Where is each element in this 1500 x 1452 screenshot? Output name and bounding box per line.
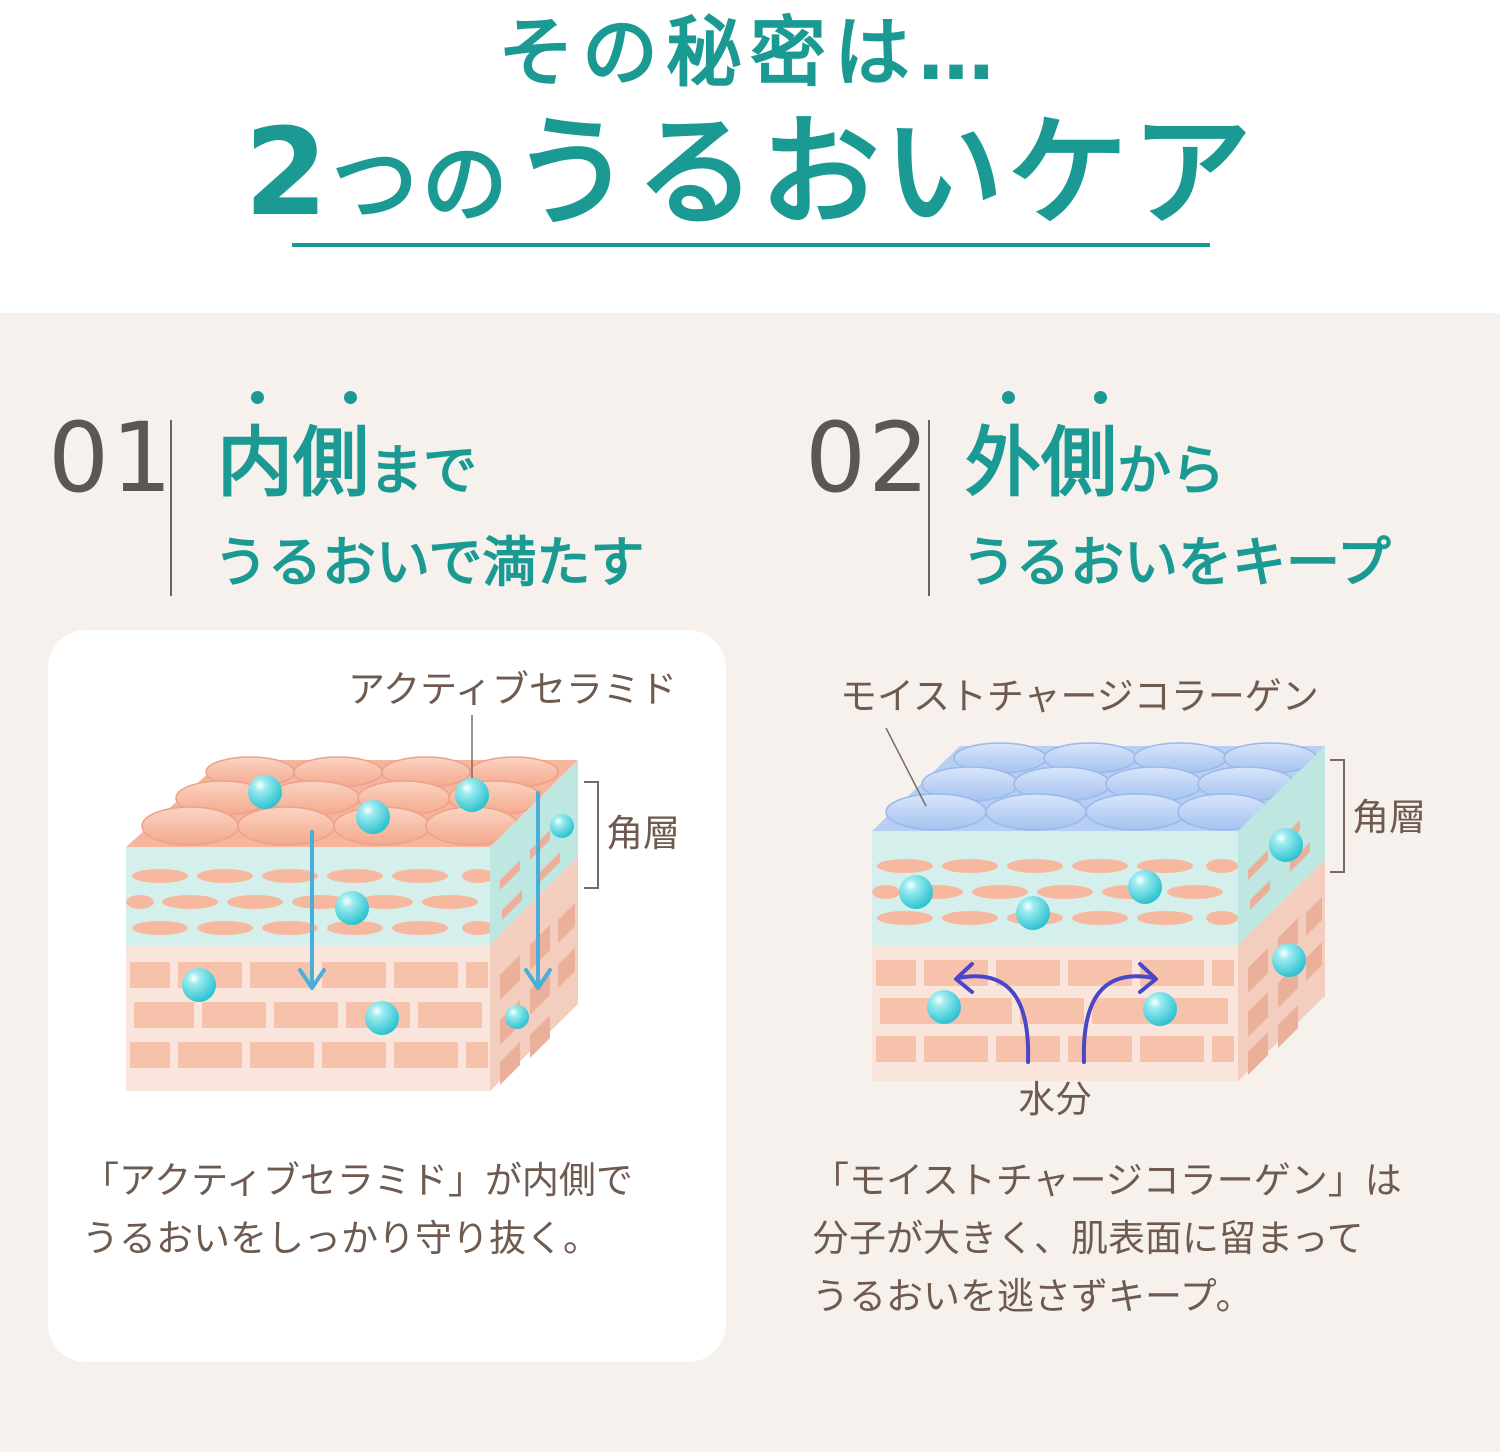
point-heading-02: 外側から xyxy=(965,418,1225,529)
title-tsu: つの xyxy=(331,135,512,235)
heading-emphasis: 外側 xyxy=(965,418,1117,507)
water-label: 水分 xyxy=(1018,1078,1092,1121)
emphasis-dot xyxy=(1002,391,1015,404)
point-subheading-01: うるおいで満たす xyxy=(214,531,645,594)
description-02: 「モイストチャージコラーゲン」は 分子が大きく、肌表面に留まって うるおいを逃さ… xyxy=(812,1159,1402,1318)
title-underline xyxy=(292,243,1210,247)
page-title: 2つのうるおいケア xyxy=(0,108,1500,251)
layer-label-02: 角層 xyxy=(1352,796,1426,839)
point-number-02: 02 xyxy=(805,402,932,514)
point-heading-01: 内側まで xyxy=(217,418,477,529)
emphasis-dot xyxy=(1094,391,1107,404)
title-top: その秘密は… xyxy=(498,8,1002,97)
emphasis-dot xyxy=(251,391,264,404)
heading-emphasis: 内側 xyxy=(217,418,369,507)
point-subheading-02: うるおいをキープ xyxy=(962,531,1391,594)
ingredient-label-01: アクティブセラミド xyxy=(348,668,677,711)
description-01: 「アクティブセラミド」が内側で うるおいをしっかり守り抜く。 xyxy=(82,1159,633,1260)
layer-label-01: 角層 xyxy=(606,812,680,855)
point-number-01: 01 xyxy=(48,402,175,514)
heading-suffix: まで xyxy=(369,439,477,502)
ingredient-label-02: モイストチャージコラーゲン xyxy=(840,675,1319,718)
divider-01 xyxy=(170,420,172,596)
title-rest: うるおいケア xyxy=(511,104,1256,243)
emphasis-dot xyxy=(344,391,357,404)
divider-02 xyxy=(928,420,930,596)
header-section: その秘密は… 2つのうるおいケア xyxy=(0,0,1500,313)
title-number: 2 xyxy=(244,104,332,243)
heading-suffix: から xyxy=(1117,439,1225,502)
